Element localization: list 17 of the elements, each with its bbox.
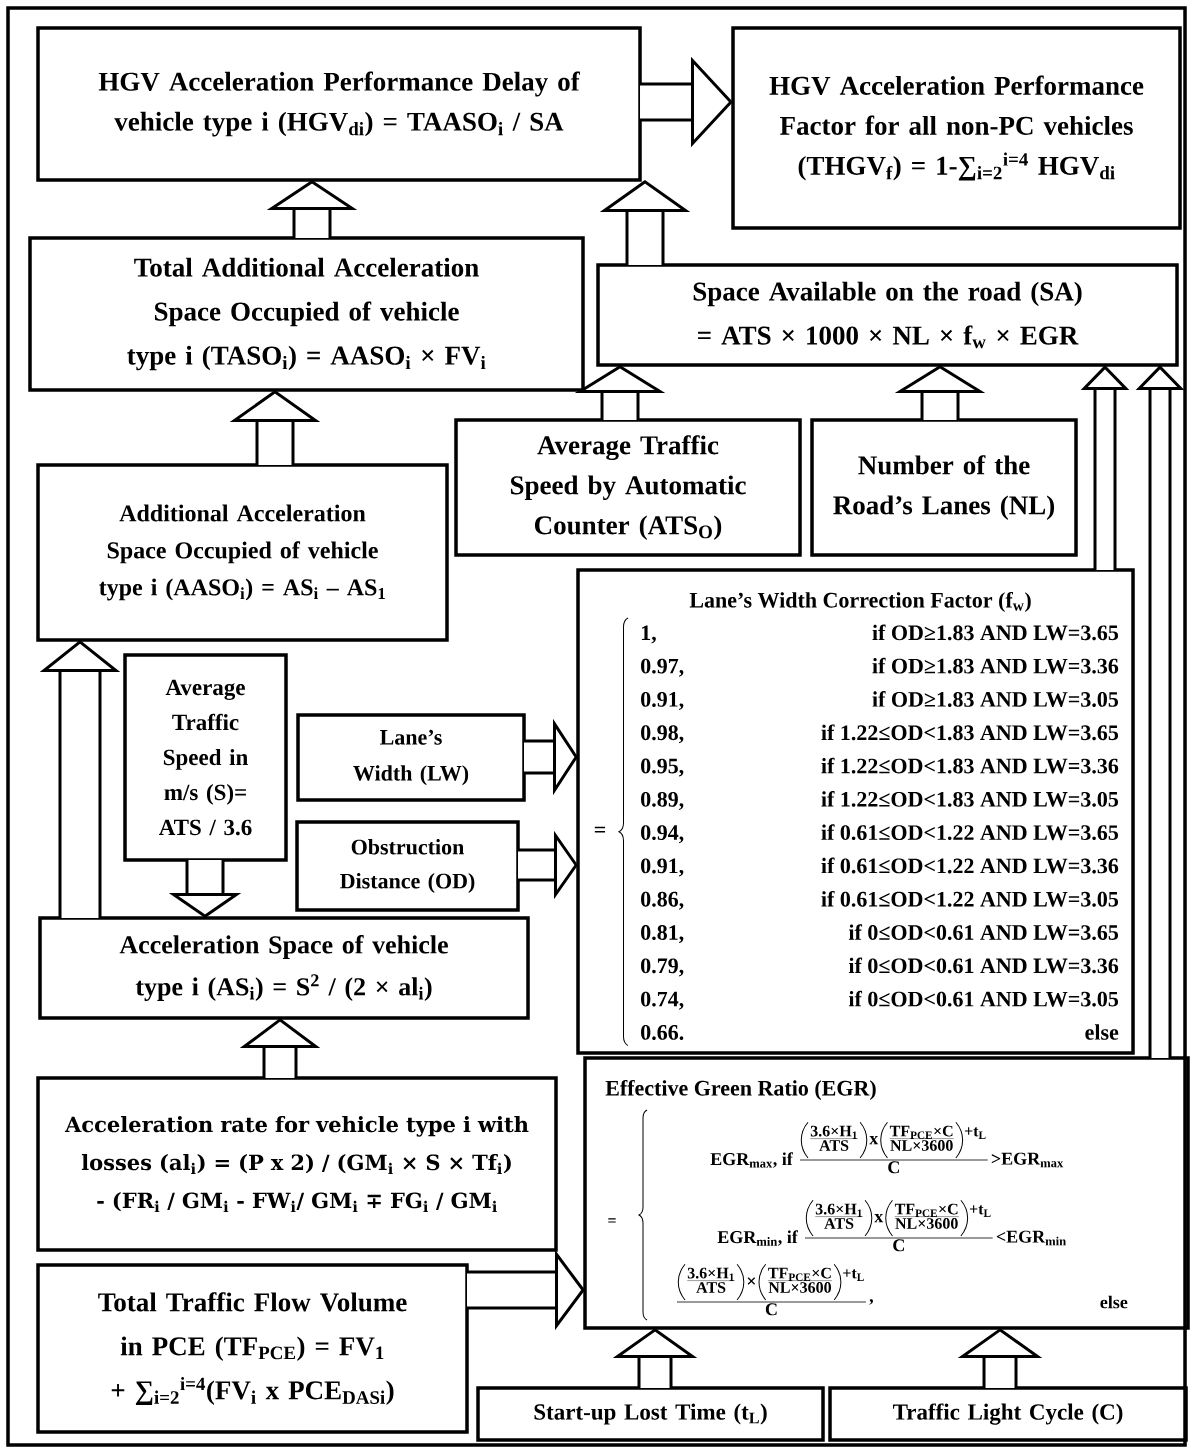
process-box: Acceleration Space of vehicle type i (AS$_{i}$) = S$^{2}$ / (2 × al$_{i}$) (38, 916, 530, 1020)
process-box: HGV Acceleration Performance Delay of vehicle type i (HGV$_{di}$) = TAASO$_{i}$ / SA (36, 26, 642, 182)
process-box: Acceleration rate for vehicle type i with losses (al$_{i}$) = (P x 2) / (GM$_{i}$ × S × Tf$_{i}$) - (FR$_{i}$ / GM$_{i}$ - FW$_{i}$/ GM$_{i}$ ∓ FG$_{i}$ / GM$_{i}$ (36, 1076, 558, 1252)
process-box: Total Additional Acceleration Space Occupied of vehicle type i (TASO$_{i}$) = AASO$_{i}$ × FV$_{i}$ (28, 236, 585, 392)
process-box: Additional Acceleration Space Occupied of vehicle type i (AASO$_{i}$) = AS$_{i}$ – AS$_{1}$ (36, 463, 449, 642)
process-box: Average Traffic Speed in m/s (S)= ATS / 3.6 (123, 653, 288, 862)
process-box: Lane’s Width (LW) (296, 713, 526, 802)
process-box: Obstruction Distance (OD) (295, 820, 520, 912)
process-box: Start-up Lost Time (t$_{L}$) (476, 1386, 825, 1442)
process-box: Traffic Light Cycle (C) (828, 1386, 1188, 1442)
formula-box: Lane’s Width Correction Factor (f$_{w}$) = 1, if OD≥1.83 AND LW=3.65 0.97, if OD≥1.83 AND LW=3.36 0.91, if OD≥1.83 AND LW=3.05 0.98, if 1.22≤OD<1.83 AND LW=3.65 0.95, if 1.22≤OD<1.83 AND LW=3.36 0.89, if 1.22≤OD<1.83 AND LW=3.05 0.94, if 0.61≤OD<1.22 AND LW=3.65 0.91, if 0.61≤OD<1.22 AND LW=3.36 0.86, if 0.61≤OD<1.22 AND LW=3.05 0.81, if 0≤OD<0.61 AND LW=3.65 0.79, if 0≤OD<0.61 AND LW=3.36 0.74, if 0≤OD<0.61 AND LW=3.05 0.66. else (576, 568, 1135, 1055)
process-box: Number of the Road’s Lanes (NL) (810, 418, 1078, 557)
process-box: Average Traffic Speed by Automatic Counter (ATS$_{O}$) (454, 418, 802, 557)
process-box: HGV Acceleration Performance Factor for all non-PC vehicles (THGV$_{f}$) = 1-∑$_{i=2}$$^{i=4}$ HGV$_{di}$ (731, 26, 1182, 230)
process-box: Space Available on the road (SA) = ATS × 1000 × NL × f$_{w}$ × EGR (596, 263, 1179, 367)
formula-box: Effective Green Ratio (EGR) = EGR$_{max}$, if 3.6×H$_{1}$ ATS x TF$_{PCE}$×C NL×3600 +t$_{L}$ C >EGR$_{max}$ EGR$_{min}$, if 3.6×H$_{1}$ ATS x TF$_{PCE}$×C NL×3600 +t$_{L}$ C <EGR$_{min}$ 3.6×H$_{1}$ ATS × TF$_{PCE}$×C NL×3600 +t$_{L}$ C , else (583, 1056, 1190, 1330)
process-box: Total Traffic Flow Volume in PCE (TF$_{PCE}$) = FV$_{1}$ + ∑$_{i=2}$$^{i=4}$(FV$_{i}$ x PCE$_{DASi}$) (36, 1263, 469, 1434)
